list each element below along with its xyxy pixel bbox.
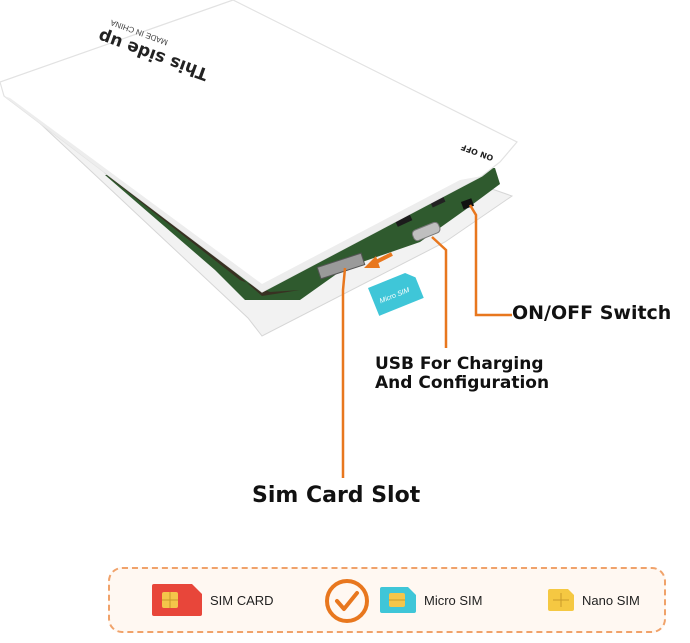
legend-item-sim-card: SIM CARD <box>152 569 274 631</box>
micro-sim-insert: Micro SIM <box>368 273 424 316</box>
sim-slot <box>316 252 366 280</box>
slot-callout: Sim Card Slot <box>252 483 421 508</box>
usb-port <box>411 221 441 242</box>
check-circle-icon <box>324 578 370 629</box>
usb-callout-line2: And Configuration <box>375 372 550 393</box>
sim-card-icon <box>152 584 202 616</box>
legend-label-micro-sim: Micro SIM <box>424 592 483 608</box>
legend-item-nano-sim: Nano SIM <box>548 569 640 631</box>
legend-label-nano-sim: Nano SIM <box>582 592 640 608</box>
top-card <box>0 0 518 293</box>
legend-item-micro-sim: Micro SIM <box>380 569 483 631</box>
micro-sim-icon <box>380 587 416 613</box>
switch-leader-line <box>468 204 512 317</box>
usb-leader-line <box>431 236 448 348</box>
sim-size-legend: SIM CARD Micro SIM Nano SIM <box>108 567 666 633</box>
switch-callout: ON/OFF Switch <box>512 302 672 324</box>
arrow-icon <box>364 252 393 268</box>
legend-label-sim-card: SIM CARD <box>210 592 274 608</box>
usb-callout-line1: USB For Charging <box>375 354 544 374</box>
usb-callout: USB For Charging And Configuration <box>375 355 549 392</box>
slot-leader-line <box>341 267 347 478</box>
nano-sim-icon <box>548 589 574 611</box>
